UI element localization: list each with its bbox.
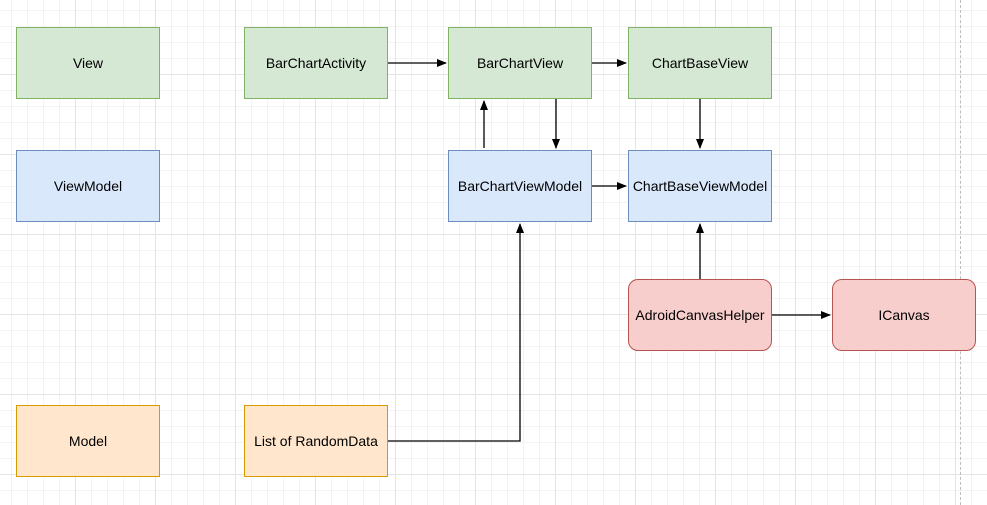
legend-model-label: Model	[68, 433, 108, 449]
legend-viewmodel-label: ViewModel	[53, 178, 123, 194]
edge-list-of-random-data-to-bar-chart-view-model	[388, 223, 524, 442]
bar-chart-view-label: BarChartView	[476, 55, 564, 71]
list-of-random-data-label: List of RandomData	[254, 433, 378, 449]
bar-chart-activity-label: BarChartActivity	[265, 55, 367, 71]
legend-view-label: View	[72, 55, 104, 71]
adroid-canvas-helper-label: AdroidCanvasHelper	[635, 307, 765, 323]
bar-chart-view-model-node[interactable]: BarChartViewModel	[448, 150, 592, 222]
chart-base-view-model-node[interactable]: ChartBaseViewModel	[628, 150, 772, 222]
bar-chart-view-model-label: BarChartViewModel	[457, 178, 583, 194]
chart-base-view-label: ChartBaseView	[651, 55, 749, 71]
list-of-random-data-node[interactable]: List of RandomData	[244, 405, 388, 477]
legend-viewmodel-box[interactable]: ViewModel	[16, 150, 160, 222]
chart-base-view-node[interactable]: ChartBaseView	[628, 27, 772, 99]
bar-chart-view-node[interactable]: BarChartView	[448, 27, 592, 99]
page-boundary-line	[960, 0, 961, 505]
chart-base-view-model-label: ChartBaseViewModel	[632, 178, 768, 194]
edge-group	[388, 59, 831, 442]
adroid-canvas-helper-node[interactable]: AdroidCanvasHelper	[628, 279, 772, 351]
bar-chart-activity-node[interactable]: BarChartActivity	[244, 27, 388, 99]
icanvas-node[interactable]: ICanvas	[832, 279, 976, 351]
legend-view-box[interactable]: View	[16, 27, 160, 99]
legend-model-box[interactable]: Model	[16, 405, 160, 477]
icanvas-label: ICanvas	[878, 307, 930, 323]
